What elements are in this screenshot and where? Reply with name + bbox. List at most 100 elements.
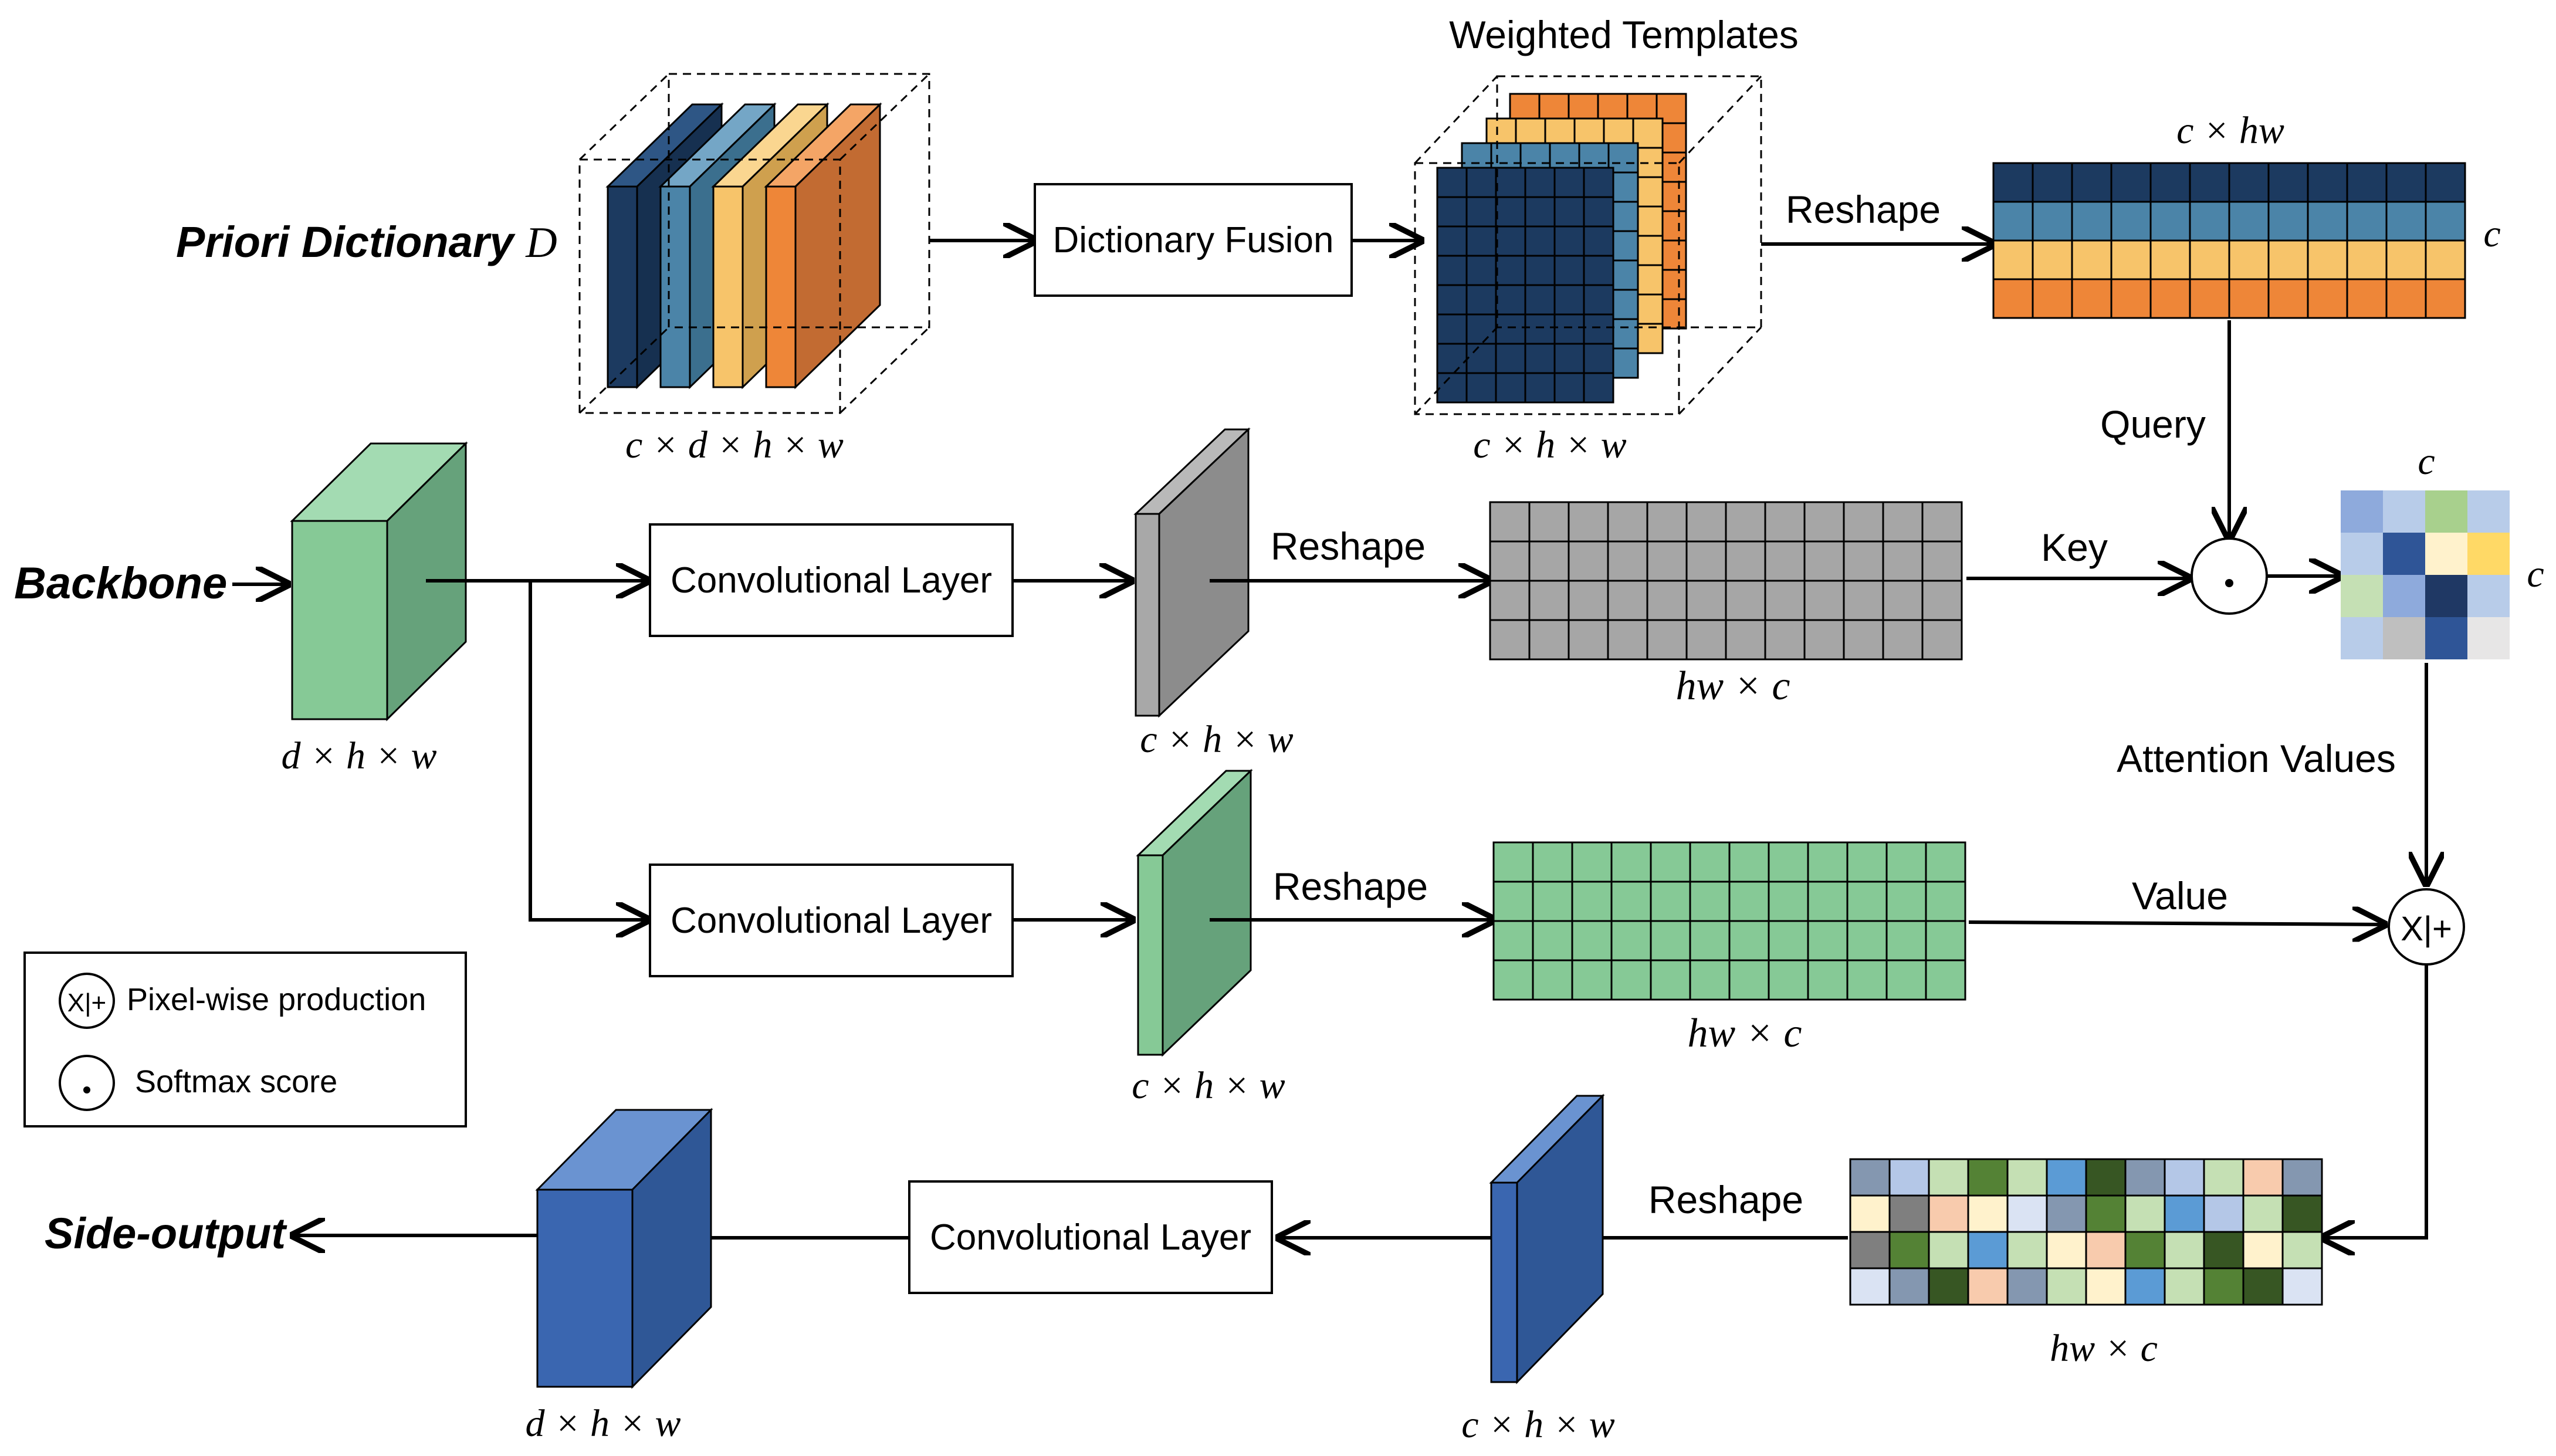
- value-matrix-cell: [1728, 920, 1770, 961]
- template-navy-cell: [1553, 167, 1585, 198]
- conv2-output-slab: [1136, 768, 1253, 1057]
- query-matrix: [1992, 162, 2466, 319]
- key-matrix-cell: [1882, 540, 1924, 582]
- template-navy-cell: [1436, 255, 1468, 286]
- dict-slab-orange: [764, 102, 882, 390]
- key-matrix-cell: [1882, 619, 1924, 661]
- result-matrix-cell: [2242, 1158, 2284, 1197]
- result-matrix-cell: [1928, 1194, 1969, 1233]
- value-matrix-cell: [1846, 959, 1888, 1001]
- result-matrix-cell: [2281, 1231, 2323, 1269]
- query-matrix-cell: [1992, 278, 2034, 319]
- key-matrix-cell: [1607, 619, 1648, 661]
- key-matrix-cell: [1528, 540, 1570, 582]
- value-matrix-cell: [1768, 959, 1809, 1001]
- value-matrix-cell: [1532, 881, 1573, 922]
- template-navy-cell: [1583, 284, 1614, 316]
- value-matrix-cell: [1885, 959, 1927, 1001]
- key-matrix-cell: [1646, 501, 1688, 543]
- result-matrix: [1849, 1158, 2323, 1306]
- value-matrix-cell: [1532, 841, 1573, 883]
- side-output-cube: [535, 1108, 713, 1389]
- key-matrix-cell: [1568, 580, 1609, 621]
- pixelwise-operator: X|+: [2388, 888, 2465, 966]
- weighted-templates-stack: [1414, 75, 1762, 415]
- key-matrix-cell: [1725, 540, 1766, 582]
- value-matrix-cell: [1728, 959, 1770, 1001]
- attention-matrix-cell: [2383, 533, 2425, 575]
- template-navy-cell: [1465, 225, 1497, 257]
- template-navy-cell: [1524, 284, 1556, 316]
- result-matrix-cell: [2085, 1231, 2127, 1269]
- value-matrix-cell: [1925, 841, 1966, 883]
- value-matrix: [1492, 841, 1966, 1001]
- value-matrix-cell: [1925, 920, 1966, 961]
- template-navy-cell: [1465, 284, 1497, 316]
- key-matrix-cell: [1843, 540, 1884, 582]
- template-navy-cell: [1583, 313, 1614, 345]
- query-matrix-cell: [2267, 201, 2309, 242]
- result-matrix-cell: [2124, 1194, 2166, 1233]
- attention-matrix-cell: [2383, 490, 2425, 533]
- key-matrix-cell: [1803, 540, 1845, 582]
- template-navy-cell: [1583, 196, 1614, 228]
- result-matrix-cell: [2164, 1158, 2205, 1197]
- template-navy-cell: [1524, 225, 1556, 257]
- template-navy-cell: [1553, 196, 1585, 228]
- value-matrix-dim-label: hw × c: [1688, 1011, 1802, 1056]
- result-matrix-cell: [2203, 1194, 2244, 1233]
- query-matrix-cell: [2032, 162, 2073, 203]
- key-matrix-cell: [1882, 501, 1924, 543]
- query-matrix-cell: [2307, 162, 2348, 203]
- template-navy-cell: [1553, 255, 1585, 286]
- attention-matrix-cell: [2467, 617, 2510, 659]
- result-matrix-cell: [1849, 1231, 1891, 1269]
- result-matrix-cell: [2085, 1158, 2127, 1197]
- key-matrix-cell: [1921, 540, 1963, 582]
- key-matrix-cell: [1882, 580, 1924, 621]
- template-navy-cell: [1495, 313, 1526, 345]
- dictionary-fusion-box: Dictionary Fusion: [1034, 183, 1353, 297]
- template-navy-cell: [1495, 343, 1526, 374]
- pixelwise-symbol-icon: X|+: [2401, 910, 2452, 948]
- template-navy-cell: [1583, 255, 1614, 286]
- key-matrix-cell: [1764, 580, 1806, 621]
- result-matrix-cell: [1849, 1194, 1891, 1233]
- key-matrix-cell: [1528, 501, 1570, 543]
- query-matrix-cell: [2346, 201, 2388, 242]
- value-matrix-cell: [1807, 881, 1849, 922]
- query-matrix-cell: [1992, 162, 2034, 203]
- result-matrix-cell: [2006, 1231, 2048, 1269]
- result-matrix-cell: [2242, 1267, 2284, 1306]
- query-matrix-cell: [2071, 278, 2112, 319]
- result-matrix-cell: [2164, 1194, 2205, 1233]
- value-matrix-cell: [1728, 841, 1770, 883]
- result-matrix-cell: [1928, 1231, 1969, 1269]
- key-matrix-cell: [1725, 501, 1766, 543]
- template-navy-cell: [1465, 196, 1497, 228]
- value-matrix-cell: [1571, 920, 1613, 961]
- key-matrix-cell: [1646, 540, 1688, 582]
- query-matrix-cell: [2071, 162, 2112, 203]
- query-matrix-cell: [2189, 278, 2230, 319]
- value-matrix-cell: [1885, 881, 1927, 922]
- template-navy-cell: [1436, 196, 1468, 228]
- query-matrix-cell: [2307, 201, 2348, 242]
- key-matrix-cell: [1685, 501, 1727, 543]
- query-matrix-side-label: c: [2483, 212, 2500, 255]
- value-matrix-cell: [1768, 881, 1809, 922]
- weighted-templates-label: Weighted Templates: [1449, 13, 1799, 56]
- key-matrix-cell: [1568, 501, 1609, 543]
- backbone-feature-cube: [290, 441, 468, 722]
- result-matrix-cell: [2242, 1231, 2284, 1269]
- query-matrix-cell: [2110, 239, 2152, 280]
- value-matrix-cell: [1492, 841, 1534, 883]
- query-matrix-cell: [2189, 239, 2230, 280]
- key-matrix-cell: [1843, 619, 1884, 661]
- legend-softmax-label: Softmax score: [135, 1064, 337, 1099]
- template-navy-cell: [1465, 343, 1497, 374]
- result-matrix-cell: [2046, 1158, 2087, 1197]
- template-navy-cell: [1524, 372, 1556, 404]
- legend-pixelwise-label: Pixel-wise production: [127, 982, 426, 1017]
- template-navy-cell: [1436, 225, 1468, 257]
